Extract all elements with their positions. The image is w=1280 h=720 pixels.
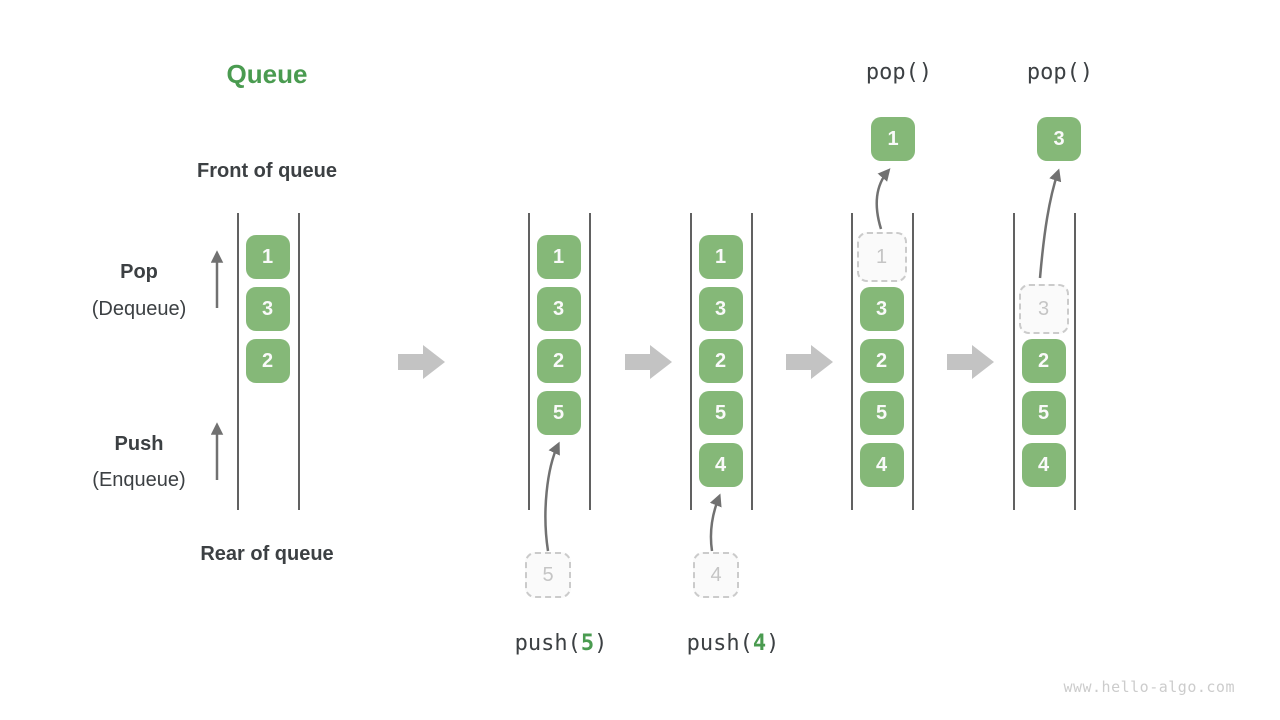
pop-label: Pop <box>120 261 158 283</box>
incoming-value-cell: 5 <box>525 552 571 598</box>
queue-cell: 5 <box>698 391 743 435</box>
push-call-label: push(5) <box>515 631 608 656</box>
queue-wall-right <box>912 213 914 510</box>
queue-cell: 1 <box>245 235 290 279</box>
queue-wall-right <box>298 213 300 510</box>
queue-cell: 3 <box>245 287 290 331</box>
pop-call-label: pop() <box>865 60 933 85</box>
queue-cell: 5 <box>536 391 581 435</box>
flow-arrow-4-icon <box>947 345 994 379</box>
queue-wall-right <box>589 213 591 510</box>
front-of-queue-label: Front of queue <box>197 160 337 182</box>
popped-value-cell: 3 <box>1037 117 1081 161</box>
flow-arrow-3-icon <box>786 345 833 379</box>
flow-arrow-2-icon <box>625 345 672 379</box>
queue-wall-right <box>1074 213 1076 510</box>
queue-cell: 3 <box>859 287 904 331</box>
rear-of-queue-label: Rear of queue <box>200 543 334 565</box>
diagram-title: Queue <box>226 59 308 89</box>
queue-cell-dashed: 3 <box>1018 284 1069 334</box>
push-arrow-stage-3-icon <box>709 493 722 552</box>
queue-cell: 2 <box>859 339 904 383</box>
queue-wall-right <box>751 213 753 510</box>
queue-wall-left <box>851 213 853 510</box>
queue-cell: 4 <box>859 443 904 487</box>
queue-cell: 4 <box>1021 443 1066 487</box>
queue-cell: 5 <box>859 391 904 435</box>
queue-wall-left <box>237 213 239 510</box>
watermark: www.hello-algo.com <box>1063 678 1235 696</box>
incoming-value-cell: 4 <box>693 552 739 598</box>
queue-wall-left <box>528 213 530 510</box>
queue-cell: 5 <box>1021 391 1066 435</box>
queue-cell: 4 <box>698 443 743 487</box>
queue-wall-left <box>690 213 692 510</box>
enqueue-label: (Enqueue) <box>92 469 186 491</box>
push-arrow-stage-2-icon <box>544 441 560 552</box>
pop-arrow-stage-4-icon <box>875 168 891 230</box>
pop-arrow-stage-5-icon <box>1038 168 1062 279</box>
queue-cell-dashed: 1 <box>856 232 907 282</box>
push-call-post: ) <box>594 631 608 656</box>
push-call-arg: 5 <box>580 631 595 656</box>
dequeue-label: (Dequeue) <box>91 298 187 320</box>
push-call-arg: 4 <box>752 631 767 656</box>
push-call-label: push(4) <box>687 631 780 656</box>
queue-cell: 1 <box>698 235 743 279</box>
popped-value-cell: 1 <box>871 117 915 161</box>
push-call-post: ) <box>766 631 780 656</box>
queue-cell: 3 <box>698 287 743 331</box>
queue-cell: 3 <box>536 287 581 331</box>
queue-wall-left <box>1013 213 1015 510</box>
pop-call-label: pop() <box>1026 60 1094 85</box>
queue-cell: 2 <box>698 339 743 383</box>
push-call-pre: push( <box>686 631 753 656</box>
queue-cell: 1 <box>536 235 581 279</box>
queue-cell: 2 <box>1021 339 1066 383</box>
push-call-pre: push( <box>514 631 581 656</box>
queue-cell: 2 <box>245 339 290 383</box>
flow-arrow-1-icon <box>398 345 445 379</box>
queue-cell: 2 <box>536 339 581 383</box>
push-label: Push <box>114 433 164 455</box>
